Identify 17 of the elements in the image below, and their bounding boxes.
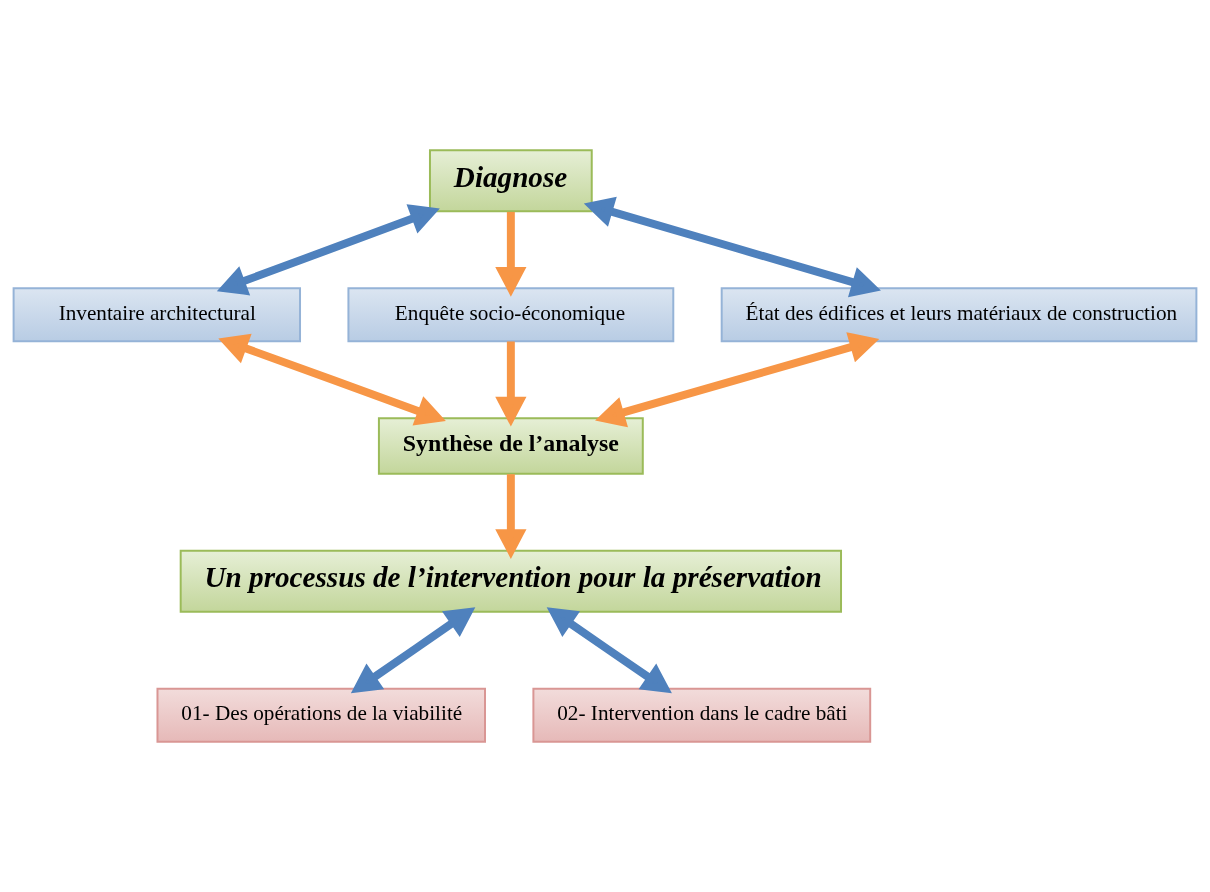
arrow — [546, 607, 672, 694]
arrow — [583, 196, 881, 298]
node-box: 02- Intervention dans le cadre bâti — [532, 687, 872, 743]
arrow — [495, 474, 527, 559]
node-box: Un processus de l’intervention pour la préservation — [179, 549, 843, 613]
node-box: Enquête socio-économique — [347, 287, 675, 343]
arrow — [495, 211, 527, 297]
arrow — [495, 341, 527, 427]
node-box: 01- Des opérations de la viabilité — [156, 687, 486, 743]
node-box: Inventaire architectural — [12, 287, 301, 343]
arrow — [350, 607, 476, 694]
node-box: Synthèse de l’analyse — [377, 417, 644, 475]
arrow — [595, 332, 880, 428]
arrow — [218, 333, 446, 426]
arrow — [216, 204, 440, 296]
node-box: Diagnose — [428, 149, 593, 213]
node-box: État des édifices et leurs matériaux de construction — [720, 287, 1198, 343]
